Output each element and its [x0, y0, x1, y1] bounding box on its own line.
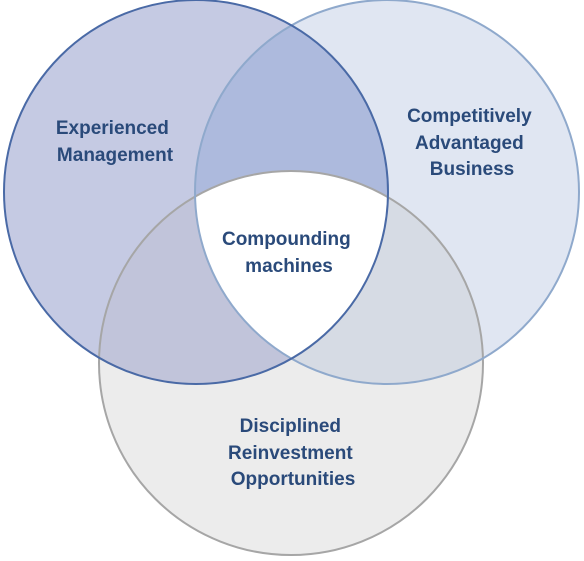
outline-business — [194, 0, 580, 385]
label-compounding-machines: Compounding machines — [222, 229, 356, 277]
outline-reinvestment — [98, 170, 484, 556]
label-disciplined-reinvestment-opportunities: Disciplined Reinvestment Opportunities — [228, 416, 358, 490]
outline-management — [3, 0, 389, 385]
label-experienced-management: Experienced Management — [56, 118, 174, 166]
label-competitively-advantaged-business: Competitively Advantaged Business — [407, 106, 537, 180]
